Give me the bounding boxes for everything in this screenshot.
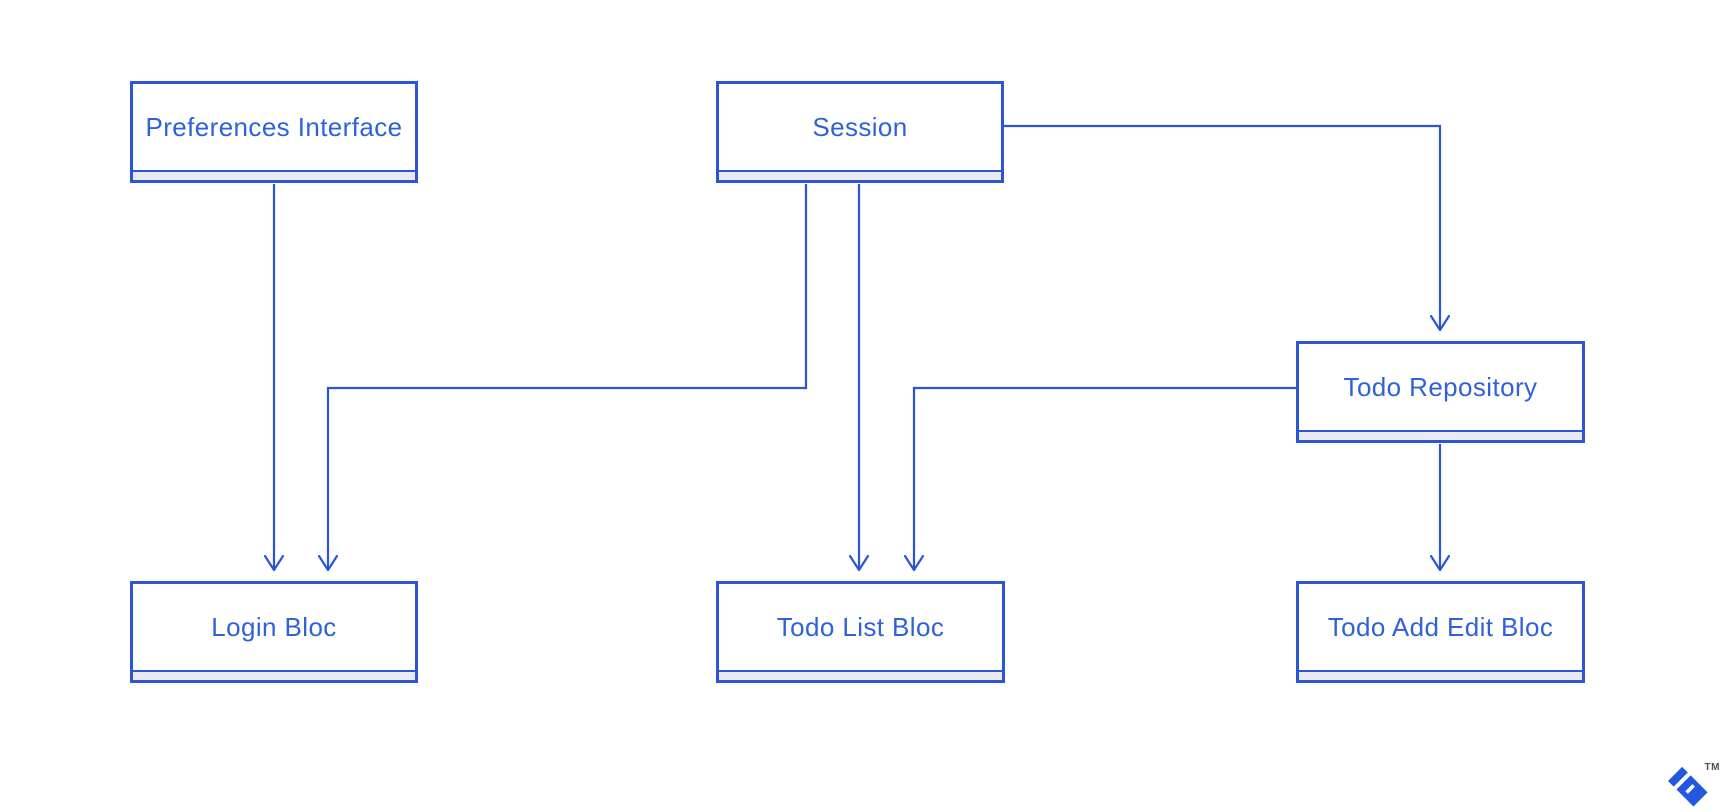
node-compartment-todo-add-edit-bloc bbox=[1299, 670, 1582, 680]
node-compartment-session bbox=[719, 170, 1001, 180]
node-label-todo-repository: Todo Repository bbox=[1343, 371, 1538, 402]
node-preferences-interface: Preferences Interface bbox=[130, 81, 418, 183]
logo-body bbox=[1676, 775, 1708, 807]
node-label-todo-list-bloc: Todo List Bloc bbox=[776, 611, 945, 642]
logo-slash bbox=[1685, 784, 1695, 794]
edges-group bbox=[263, 124, 1451, 572]
node-todo-add-edit-bloc: Todo Add Edit Bloc bbox=[1296, 581, 1585, 683]
node-label-login-bloc: Login Bloc bbox=[211, 611, 337, 642]
edge-session-to-login bbox=[317, 184, 808, 572]
edge-session-to-todo-repository bbox=[1004, 124, 1451, 332]
edge-todo-repo-to-todo-list bbox=[903, 386, 1296, 572]
trademark-label: TM bbox=[1704, 762, 1720, 773]
node-compartment-login-bloc bbox=[133, 670, 415, 680]
node-login-bloc: Login Bloc bbox=[130, 581, 418, 683]
node-session: Session bbox=[716, 81, 1004, 183]
logo-top-bar bbox=[1668, 766, 1688, 787]
node-todo-repository: Todo Repository bbox=[1296, 341, 1585, 443]
node-label-session: Session bbox=[812, 111, 908, 142]
node-todo-list-bloc: Todo List Bloc bbox=[716, 581, 1005, 683]
node-label-todo-add-edit-bloc: Todo Add Edit Bloc bbox=[1327, 611, 1554, 642]
node-label-preferences-interface: Preferences Interface bbox=[145, 111, 403, 142]
toptal-logo-mark bbox=[1668, 766, 1708, 807]
toptal-logo: TM bbox=[1660, 754, 1720, 812]
node-compartment-todo-repository bbox=[1299, 430, 1582, 440]
node-compartment-preferences-interface bbox=[133, 170, 415, 180]
node-compartment-todo-list-bloc bbox=[719, 670, 1002, 680]
